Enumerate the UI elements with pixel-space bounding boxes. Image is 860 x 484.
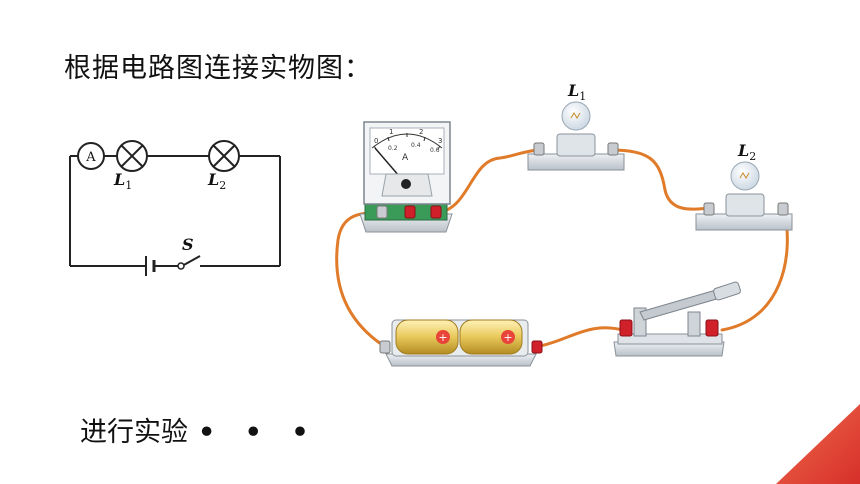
svg-text:+: + — [438, 331, 447, 344]
svg-text:+: + — [503, 331, 512, 344]
meter-scale-top-0: 0 — [374, 137, 378, 145]
meter-scale-bottom-0: 0.2 — [388, 145, 398, 152]
circuit-schematic — [69, 155, 281, 276]
lamp1-symbol — [116, 140, 148, 172]
real-lamp1-label: L1 — [567, 81, 586, 103]
meter-scale-top-1: 1 — [389, 128, 393, 136]
switch-pivot — [177, 262, 185, 270]
lamp2-device — [695, 161, 793, 231]
meter-scale-top-3: 3 — [438, 137, 442, 145]
meter-scale-bottom-1: 0.4 — [411, 142, 421, 149]
schematic-lamp1-label: L1 — [113, 170, 132, 192]
lamp1-device — [527, 101, 625, 171]
schematic-switch-label: S — [182, 235, 194, 254]
real-lamp2-label: L2 — [737, 141, 756, 163]
meter-unit-label: A — [402, 153, 409, 163]
battery-device: + + — [379, 319, 543, 367]
footer-dots: • • • — [198, 417, 319, 448]
meter-scale-bottom-2: 0.6 — [430, 147, 440, 154]
corner-accent — [776, 404, 860, 484]
footer-text: 进行实验 • • • — [80, 410, 319, 449]
ammeter-device: 0 1 2 3 0.2 0.4 0.6 A — [359, 121, 453, 233]
meter-scale-top-2: 2 — [419, 128, 423, 136]
schematic-lamp2-label: L2 — [207, 170, 226, 192]
footer-label: 进行实验 — [80, 417, 188, 448]
switch-device — [613, 281, 741, 357]
ammeter-symbol: A — [77, 142, 105, 170]
page-title: 根据电路图连接实物图： — [64, 53, 372, 84]
lamp2-symbol — [208, 140, 240, 172]
ammeter-symbol-label: A — [85, 150, 96, 165]
